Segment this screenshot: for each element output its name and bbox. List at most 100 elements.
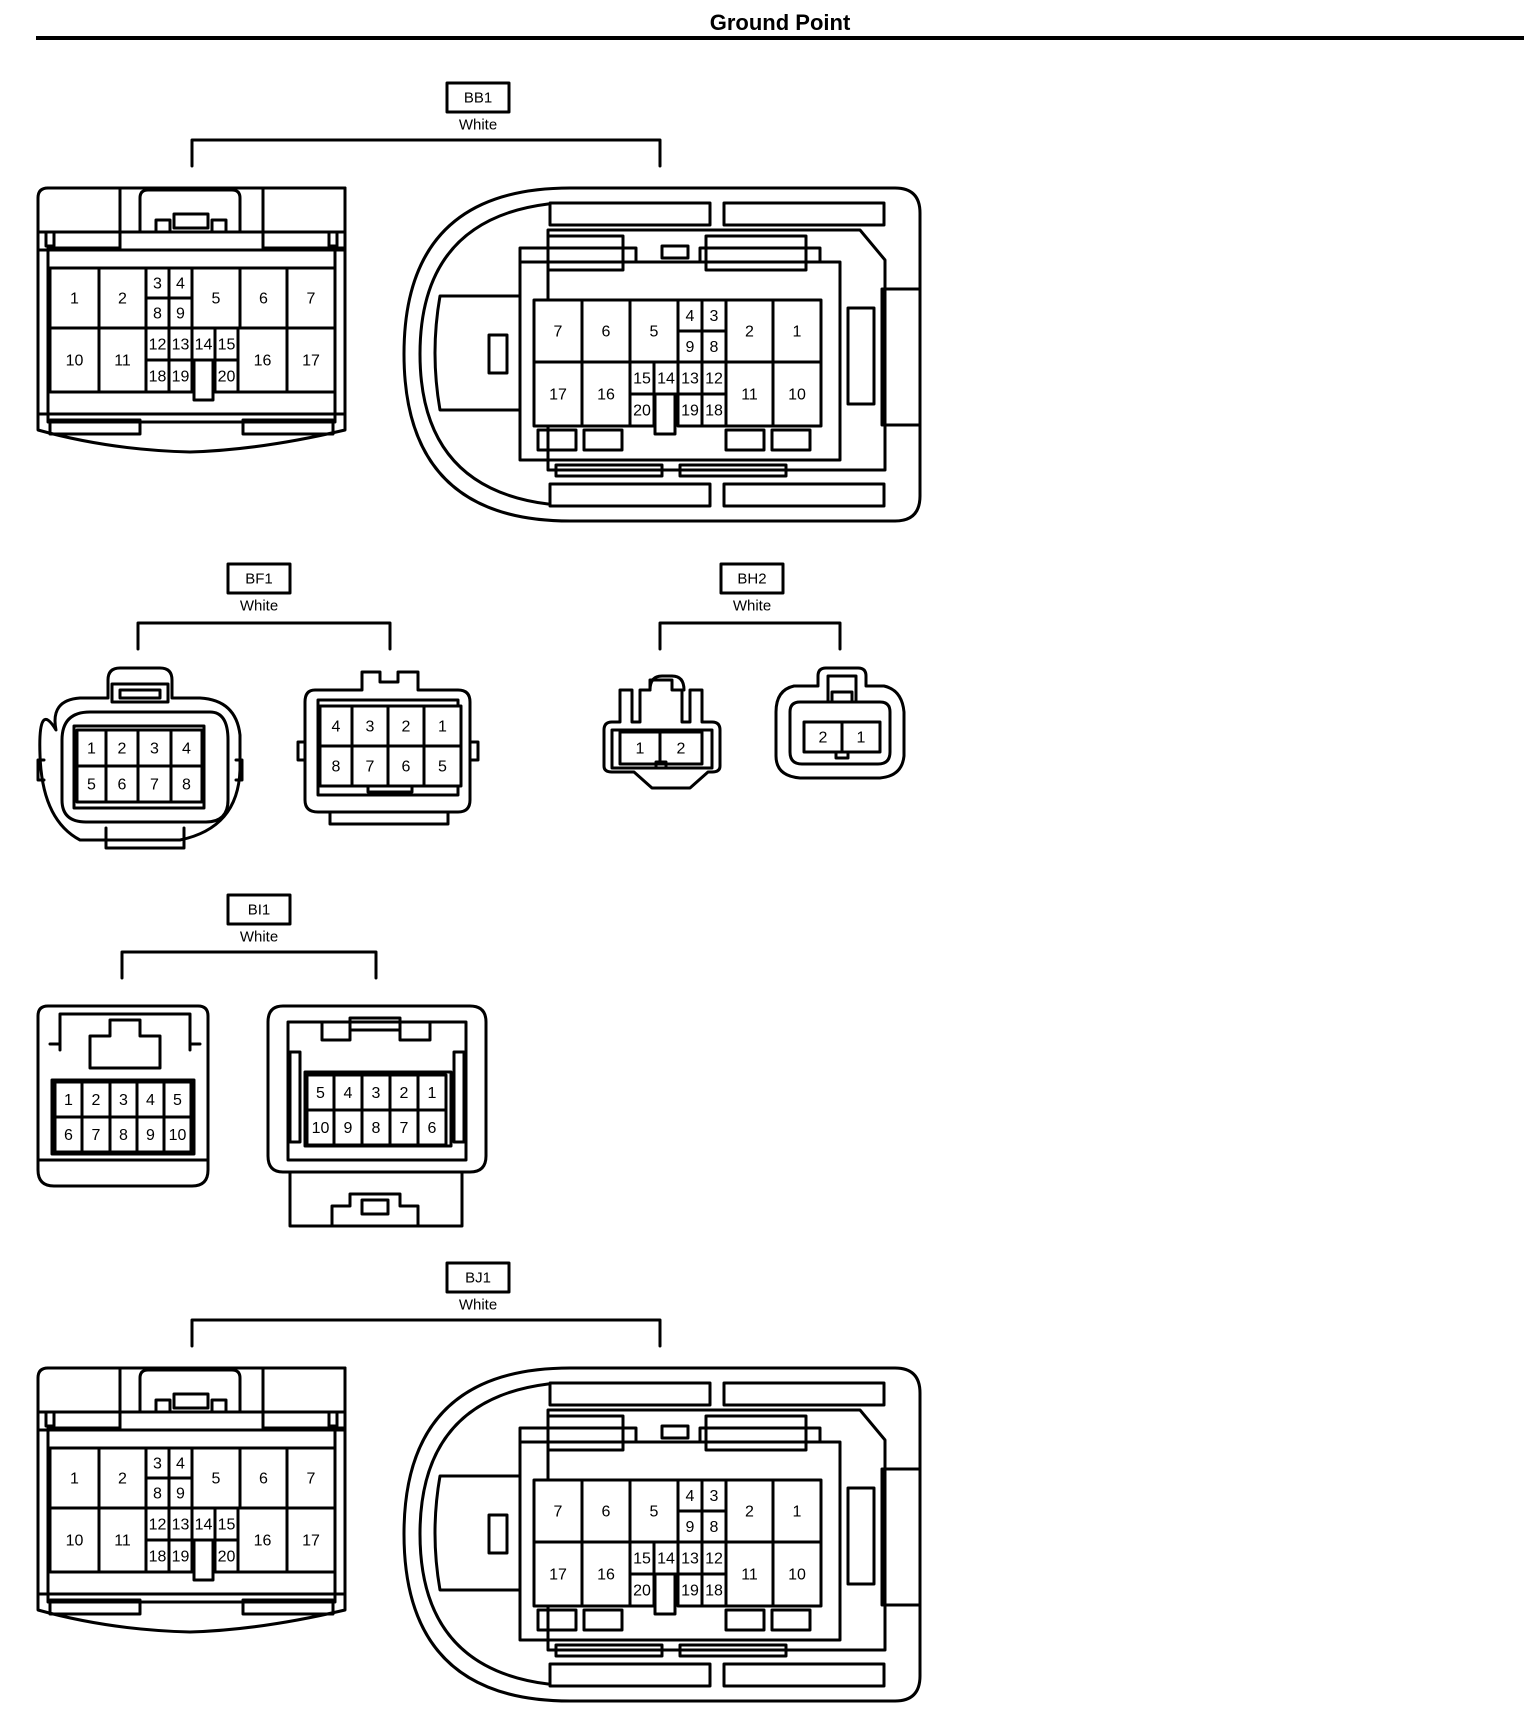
housing-part [660, 244, 690, 260]
pin-number: 5 [650, 324, 659, 341]
housing-part [548, 201, 712, 227]
pin-number: 6 [402, 759, 411, 776]
pin-box [771, 360, 823, 428]
housing-outline [328, 810, 450, 826]
pin-box [238, 266, 289, 330]
pin-number: 1 [70, 1471, 79, 1488]
pin-number: 19 [172, 1549, 190, 1566]
connector-color: White [240, 929, 278, 946]
pin-cell: 5 [305, 1073, 336, 1112]
housing-outline [788, 700, 892, 766]
pin-number: 2 [819, 730, 828, 747]
pin-number: 20 [218, 369, 236, 386]
housing-part [348, 1016, 402, 1032]
housing-outline [136, 621, 392, 651]
pin-cell: 6 [238, 1446, 289, 1510]
connector-code-box [226, 562, 292, 595]
pin-cell: 5 [628, 1478, 680, 1544]
pin-cell: 16 [236, 1506, 289, 1574]
pin-number: 10 [788, 387, 806, 404]
pin-cell: 1 [771, 298, 823, 364]
pin-number: 7 [400, 1120, 409, 1137]
pin-box [628, 1478, 680, 1544]
housing-outline [316, 698, 460, 797]
housing-part [192, 1538, 215, 1582]
pin-cell: 3 [144, 1446, 171, 1480]
pin-box [840, 720, 882, 754]
housing-part [846, 1486, 876, 1586]
pin-number: 17 [302, 353, 320, 370]
pin-number: 3 [150, 741, 159, 758]
pin-number: 12 [149, 337, 167, 354]
pin-cell: 12 [144, 326, 171, 362]
pin-number: 6 [64, 1127, 73, 1144]
pin-box [48, 1506, 101, 1574]
pin-number: 11 [114, 353, 131, 370]
pin-number: 7 [366, 759, 375, 776]
pin-number: 4 [332, 719, 341, 736]
housing-part [660, 1424, 690, 1440]
pin-number: 5 [650, 1504, 659, 1521]
pin-cell: 3 [144, 266, 171, 300]
pin-box [53, 1080, 84, 1119]
pin-cell: 8 [700, 329, 728, 364]
housing-outline [46, 186, 122, 250]
housing-part [548, 482, 712, 508]
pin-cell: 2 [724, 1478, 775, 1544]
pin-cell: 3 [108, 1080, 139, 1119]
pin-cell: 14 [652, 360, 680, 396]
pin-cell: 7 [388, 1108, 420, 1147]
housing-part [722, 1381, 886, 1407]
pin-number: 9 [344, 1120, 353, 1137]
housing-part [360, 1198, 390, 1216]
pin-number: 5 [212, 1471, 221, 1488]
pin-box [700, 1509, 728, 1544]
housing-part [654, 760, 668, 770]
pin-cell: 7 [532, 298, 584, 364]
pin-box [167, 1538, 194, 1574]
pin-cell: 11 [724, 360, 775, 428]
pin-cell: 1 [618, 730, 662, 766]
pin-cell: 19 [167, 1538, 194, 1574]
pin-number: 5 [173, 1092, 182, 1109]
pin-number: 2 [745, 324, 754, 341]
housing-outline [58, 1012, 192, 1052]
pin-cell: 2 [724, 298, 775, 364]
pin-cell: 9 [167, 1476, 194, 1510]
pin-cell: 2 [658, 730, 704, 766]
pin-number: 2 [745, 1504, 754, 1521]
pin-box [213, 1538, 240, 1574]
pin-number: 10 [312, 1120, 330, 1137]
pin-cell: 7 [80, 1115, 112, 1154]
pin-number: 7 [307, 291, 316, 308]
housing-outline [190, 138, 662, 168]
pin-box [167, 358, 194, 394]
housing-outline [88, 1018, 162, 1070]
housing-part [241, 418, 335, 436]
pin-box [97, 266, 148, 330]
pin-number: 8 [119, 1127, 128, 1144]
pin-cell: 17 [285, 326, 337, 394]
pin-cell: 6 [386, 744, 426, 788]
pin-number: 15 [218, 337, 236, 354]
pin-number: 1 [70, 291, 79, 308]
pin-box [628, 298, 680, 364]
pin-number: 18 [705, 1583, 723, 1600]
housing-part [118, 688, 162, 700]
housing-part [582, 1608, 624, 1632]
pin-cell: 14 [190, 326, 217, 362]
pin-number: 7 [92, 1127, 101, 1144]
pin-cell: 2 [97, 266, 148, 330]
housing-part [327, 1410, 339, 1428]
pin-cell: 8 [144, 296, 171, 330]
pin-box [386, 704, 426, 748]
pin-cell: 6 [580, 1478, 632, 1544]
pin-box [580, 360, 632, 428]
housing-part [546, 1414, 625, 1452]
